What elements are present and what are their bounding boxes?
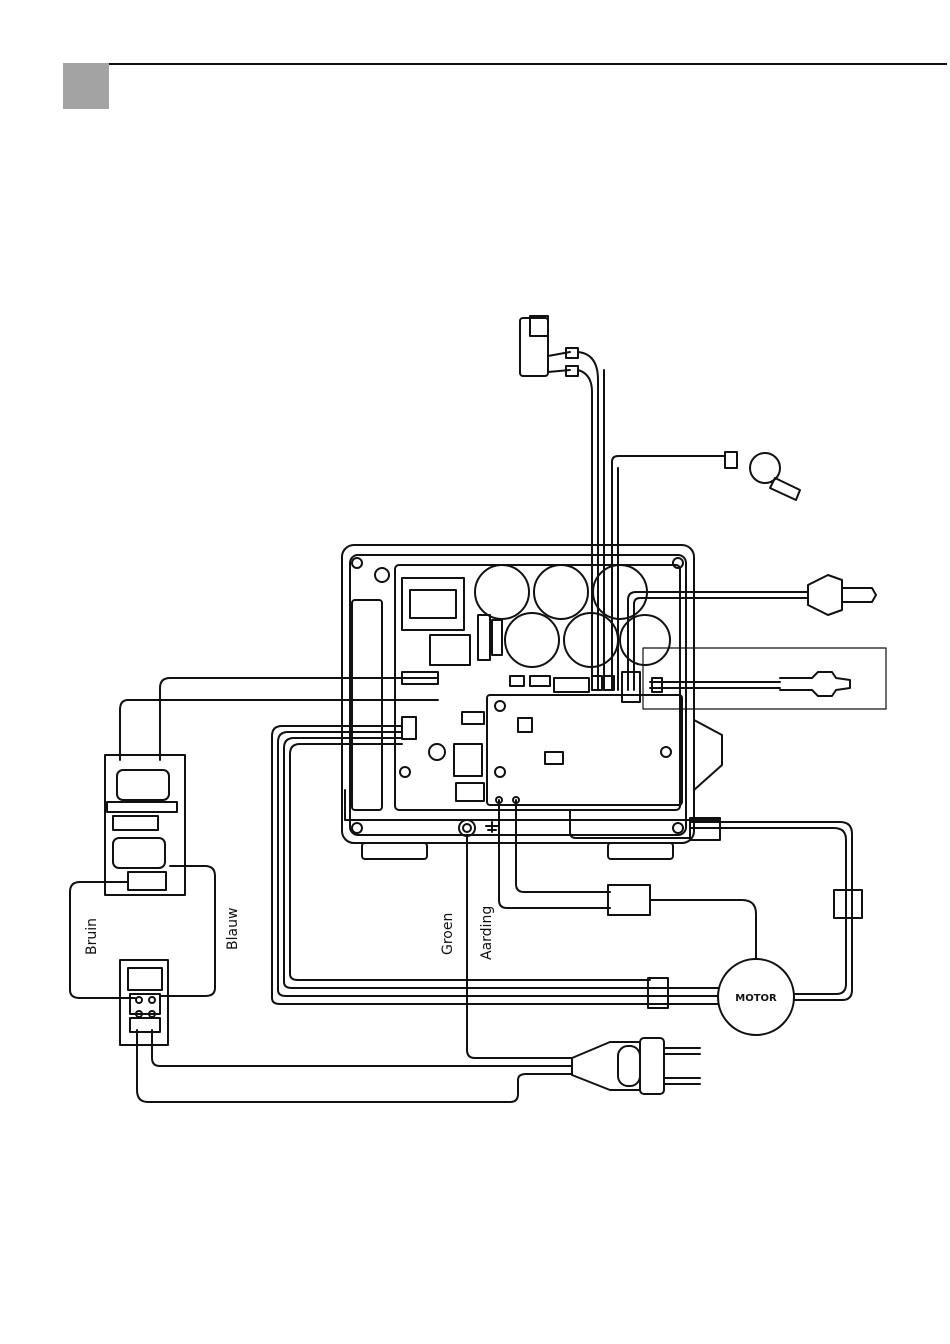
top-switch [520, 316, 604, 690]
motor [272, 726, 862, 1035]
label-blauw: Blauw [225, 908, 241, 950]
label-bruin: Bruin [84, 918, 100, 955]
potentiometer [612, 452, 800, 690]
label-aarding: Aarding [479, 906, 495, 960]
terminal-block [120, 960, 168, 1045]
mains-plug [137, 836, 700, 1102]
label-groen: Groen [440, 913, 456, 955]
label-motor: MOTOR [735, 993, 777, 1004]
filter-board [105, 755, 185, 895]
temperature-sensor-upper [628, 575, 876, 690]
